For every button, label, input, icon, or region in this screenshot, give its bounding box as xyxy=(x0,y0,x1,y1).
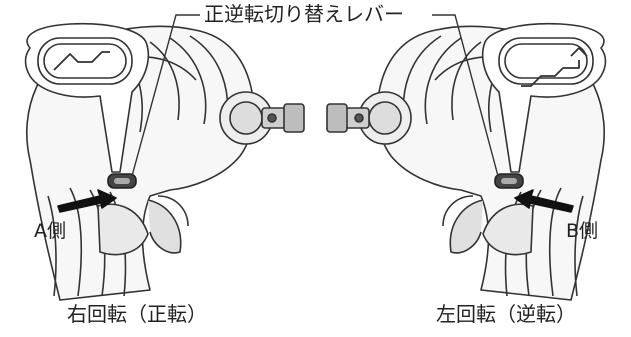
reverse-arrow-icon xyxy=(521,47,588,87)
caption-forward: 右回転（正転） xyxy=(67,302,207,326)
side-b-label: B側 xyxy=(566,220,599,242)
lever-label: 正逆転切り替えレバー xyxy=(204,2,404,26)
forward-arrow-icon xyxy=(53,51,110,71)
caption-reverse: 左回転（逆転） xyxy=(436,302,576,326)
side-a-label: A側 xyxy=(34,220,66,242)
leader-line-left xyxy=(131,14,200,177)
left-impact-driver xyxy=(24,22,305,301)
right-impact-driver xyxy=(326,22,607,301)
leader-line-right xyxy=(432,14,499,177)
